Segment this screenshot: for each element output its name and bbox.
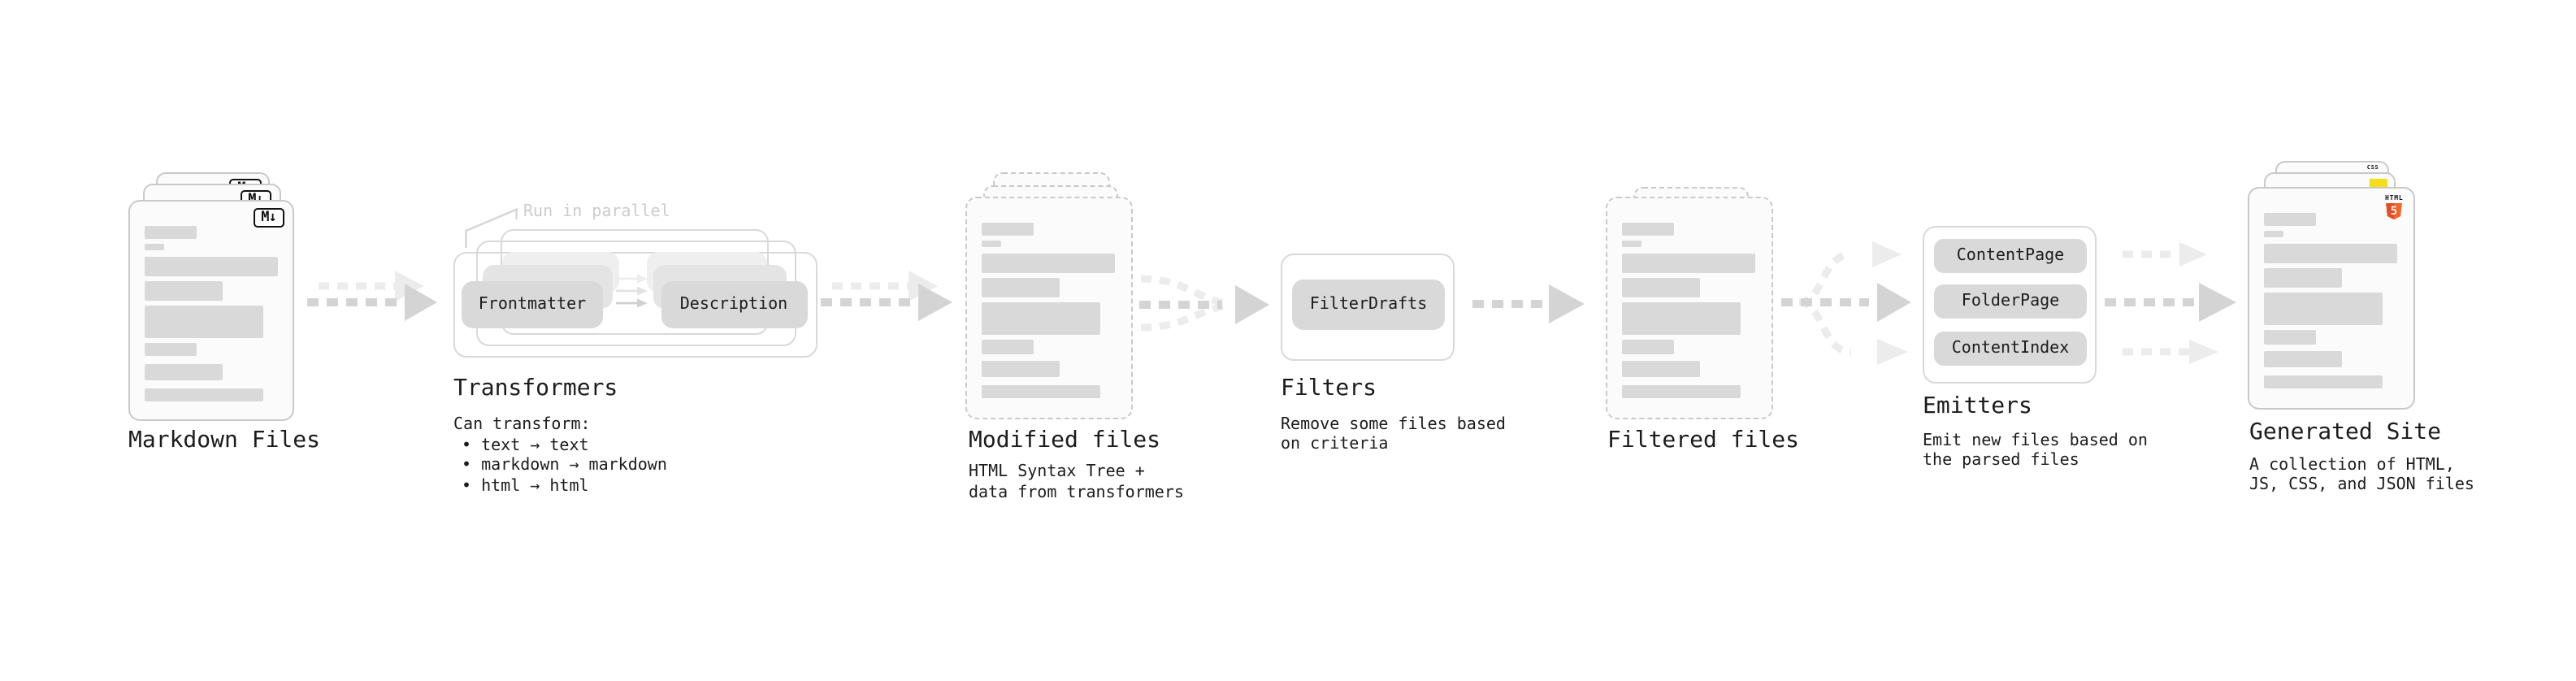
doc-line-placeholder <box>982 223 1034 236</box>
html5-logo-word: HTML <box>2385 193 2404 201</box>
filters-label: Filters <box>1281 375 1377 401</box>
transformers-bullet: • markdown → markdown <box>462 457 667 475</box>
document-page <box>965 197 1133 419</box>
modified-files-desc: HTML Syntax Tree + <box>969 463 1145 481</box>
doc-line-placeholder <box>2263 351 2341 367</box>
doc-line-placeholder <box>1621 361 1699 377</box>
doc-line-placeholder <box>1621 302 1740 335</box>
modified-files-desc: data from transformers <box>969 484 1184 501</box>
html5-logo: HTML 5 <box>2385 193 2404 220</box>
emitter-pill-contentindex: ContentIndex <box>1934 332 2087 366</box>
emitters-label: Emitters <box>1923 393 2032 419</box>
flow-split-filtered-to-emitters <box>1781 241 1911 365</box>
doc-line-placeholder <box>144 305 262 337</box>
flow-arrow-markdown-to-transformers <box>307 271 437 321</box>
doc-line-placeholder <box>982 278 1060 297</box>
doc-line-placeholder <box>144 342 196 356</box>
emitter-pill-folderpage: FolderPage <box>1934 284 2087 319</box>
doc-line-placeholder <box>982 241 1001 247</box>
doc-line-placeholder <box>144 243 163 249</box>
doc-line-placeholder <box>982 302 1100 335</box>
doc-line-placeholder <box>982 340 1034 354</box>
doc-line-placeholder <box>1621 223 1673 236</box>
transformers-bullet: • html → html <box>462 477 589 495</box>
doc-line-placeholder <box>2263 330 2315 344</box>
filter-pill-filterdrafts: FilterDrafts <box>1292 279 1445 329</box>
doc-line-placeholder <box>2263 375 2382 388</box>
markdown-files-label: Markdown Files <box>128 427 321 453</box>
run-in-parallel-note: Run in parallel <box>523 202 670 220</box>
transformers-label: Transformers <box>453 375 618 401</box>
doc-line-placeholder <box>2263 268 2341 288</box>
generated-site-desc: JS, CSS, and JSON files <box>2249 476 2474 494</box>
doc-line-placeholder <box>2263 293 2382 325</box>
filters-group-box <box>1281 253 1455 360</box>
document-page: M↓ <box>128 199 294 420</box>
filters-desc: on criteria <box>1281 436 1389 453</box>
doc-line-placeholder <box>1621 278 1699 297</box>
transformer-pill-description: Description <box>661 280 807 327</box>
flow-arrow-filters-to-filtered <box>1472 284 1585 323</box>
document-page <box>1605 197 1772 419</box>
css-badge-label: CSS <box>2366 164 2379 171</box>
doc-line-placeholder <box>1621 385 1740 398</box>
transformer-group-front <box>453 252 817 358</box>
document-page: HTML 5 <box>2247 187 2414 410</box>
doc-line-placeholder <box>1621 340 1673 354</box>
emitter-pill-contentpage: ContentPage <box>1934 238 2087 272</box>
doc-line-placeholder <box>2263 231 2283 237</box>
doc-line-placeholder <box>2263 244 2396 263</box>
emitters-desc: the parsed files <box>1923 452 2079 470</box>
transformers-bullet: • text → text <box>462 436 589 454</box>
transformer-pill-frontmatter: Frontmatter <box>462 280 603 327</box>
filters-desc: Remove some files based <box>1281 415 1506 433</box>
doc-line-placeholder <box>1621 254 1754 273</box>
modified-files-label: Modified files <box>969 427 1161 453</box>
filtered-files-label: Filtered files <box>1607 427 1800 453</box>
doc-line-placeholder <box>144 256 277 275</box>
emitters-group-box <box>1923 226 2097 384</box>
generated-site-label: Generated Site <box>2249 419 2442 445</box>
flow-arrows-emitters-to-generated <box>2105 242 2236 364</box>
doc-line-placeholder <box>1621 241 1641 247</box>
doc-line-placeholder <box>144 225 196 238</box>
doc-line-placeholder <box>982 254 1115 273</box>
flow-arrow-transformers-to-modified <box>821 271 952 321</box>
doc-line-placeholder <box>144 280 222 300</box>
doc-line-placeholder <box>144 363 222 380</box>
transformers-desc-title: Can transform: <box>453 415 591 433</box>
js-badge <box>2369 179 2387 187</box>
generated-site-desc: A collection of HTML, <box>2249 456 2455 474</box>
markdown-badge: M↓ <box>253 207 284 228</box>
emitters-desc: Emit new files based on <box>1923 432 2148 449</box>
doc-line-placeholder <box>982 361 1060 377</box>
doc-line-placeholder <box>2263 213 2315 226</box>
flow-merge-modified-to-filters <box>1139 275 1269 332</box>
html5-logo-shield: 5 <box>2386 202 2402 220</box>
doc-line-placeholder <box>144 388 262 401</box>
doc-line-placeholder <box>982 385 1100 398</box>
